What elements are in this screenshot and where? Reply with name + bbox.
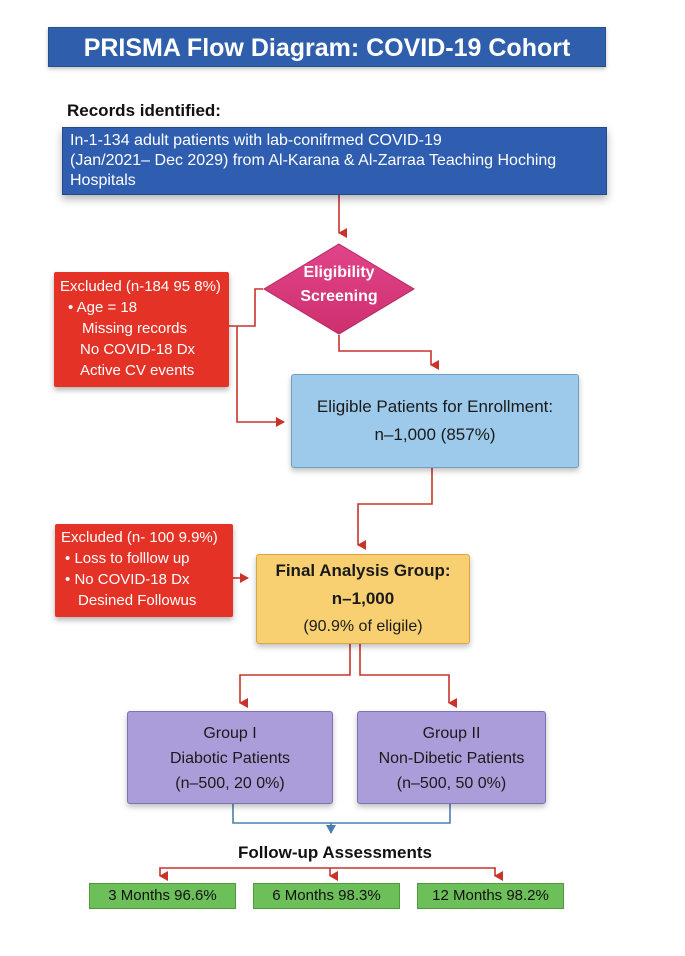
arrow-final-to-group2 bbox=[359, 644, 457, 708]
exclusion-item: No COVID-18 Dx bbox=[80, 341, 196, 358]
diamond-shape bbox=[263, 243, 415, 335]
eligible-title: Eligible Patients for Enrollment: bbox=[316, 397, 554, 416]
excluded-box-followup: Excluded (n- 100 9.9%) • Loss to folllow… bbox=[55, 524, 233, 617]
excluded-box-screening: Excluded (n-184 95 8%) • Age = 18 Missin… bbox=[54, 272, 229, 387]
group-name: Group II bbox=[422, 725, 481, 742]
records-label: Records identified: bbox=[67, 101, 221, 120]
line-groups-merge bbox=[232, 804, 451, 824]
screening-line-2: Screening bbox=[300, 288, 378, 305]
exclusion-text: Age = 18 bbox=[76, 299, 138, 316]
bullet-icon: • bbox=[68, 299, 74, 316]
group-name: Group I bbox=[203, 725, 257, 742]
followup-12-months: 12 Months 98.2% bbox=[417, 883, 564, 909]
exclusion-text: Loss to folllow up bbox=[74, 550, 190, 567]
group-description: Non-Dibetic Patients bbox=[378, 750, 525, 767]
exclusion-text: No COVID-18 Dx bbox=[74, 571, 190, 588]
line-followup-distribution bbox=[159, 867, 496, 869]
exclusion-item: • No COVID-18 Dx bbox=[61, 569, 227, 590]
screening-line-1: Eligibility bbox=[303, 264, 375, 281]
eligible-count: n–1,000 (857%) bbox=[374, 425, 496, 444]
arrow-screening-to-eligible bbox=[338, 335, 439, 370]
records-line: Hospitals bbox=[70, 172, 136, 189]
exclusion-item: Missing records bbox=[82, 320, 188, 337]
group-count: (n–500, 20 0%) bbox=[175, 775, 285, 792]
final-analysis-box: Final Analysis Group: n–1,000 (90.9% of … bbox=[256, 554, 470, 644]
followup-label: Follow-up Assessments bbox=[238, 843, 432, 862]
final-title: Final Analysis Group: bbox=[275, 561, 451, 580]
bullet-icon: • bbox=[65, 571, 71, 588]
eligibility-screening-diamond: Eligibility Screening bbox=[263, 243, 415, 335]
bullet-icon: • bbox=[65, 550, 71, 567]
exclusion-item: • Loss to folllow up bbox=[61, 548, 227, 569]
arrow-eligible-to-final bbox=[357, 468, 433, 550]
line-screening-to-excluded bbox=[229, 288, 263, 327]
followup-6-months: 6 Months 98.3% bbox=[253, 883, 400, 909]
exclusion-item: Active CV events bbox=[80, 362, 195, 379]
excluded-header: Excluded (n-184 95 8%) bbox=[60, 278, 221, 295]
diagram-title: PRISMA Flow Diagram: COVID-19 Cohort Stu… bbox=[48, 27, 606, 102]
exclusion-item: • Age = 18 bbox=[60, 297, 223, 318]
final-count: n–1,000 bbox=[331, 589, 395, 608]
group-2-box: Group II Non-Dibetic Patients (n–500, 50… bbox=[357, 711, 546, 804]
arrow-excluded-to-eligible bbox=[236, 326, 285, 427]
eligible-patients-box: Eligible Patients for Enrollment: n–1,00… bbox=[291, 374, 579, 468]
final-percent: (90.9% of eligile) bbox=[303, 618, 423, 635]
records-line: In-1-134 adult patients with lab-conifrm… bbox=[70, 132, 442, 149]
group-count: (n–500, 50 0%) bbox=[396, 775, 507, 792]
followup-3-months: 3 Months 96.6% bbox=[89, 883, 236, 909]
arrow-final-to-group1 bbox=[239, 644, 351, 708]
excluded-header: Excluded (n- 100 9.9%) bbox=[61, 529, 218, 546]
records-line: (Jan/2021– Dec 2029) from Al-Karana & Al… bbox=[70, 152, 557, 169]
group-1-box: Group I Diabotic Patients (n–500, 20 0%) bbox=[127, 711, 333, 804]
records-identified-box: In-1-134 adult patients with lab-conifrm… bbox=[62, 127, 607, 195]
exclusion-item: Desined Followus bbox=[78, 592, 197, 609]
group-description: Diabotic Patients bbox=[169, 750, 291, 767]
